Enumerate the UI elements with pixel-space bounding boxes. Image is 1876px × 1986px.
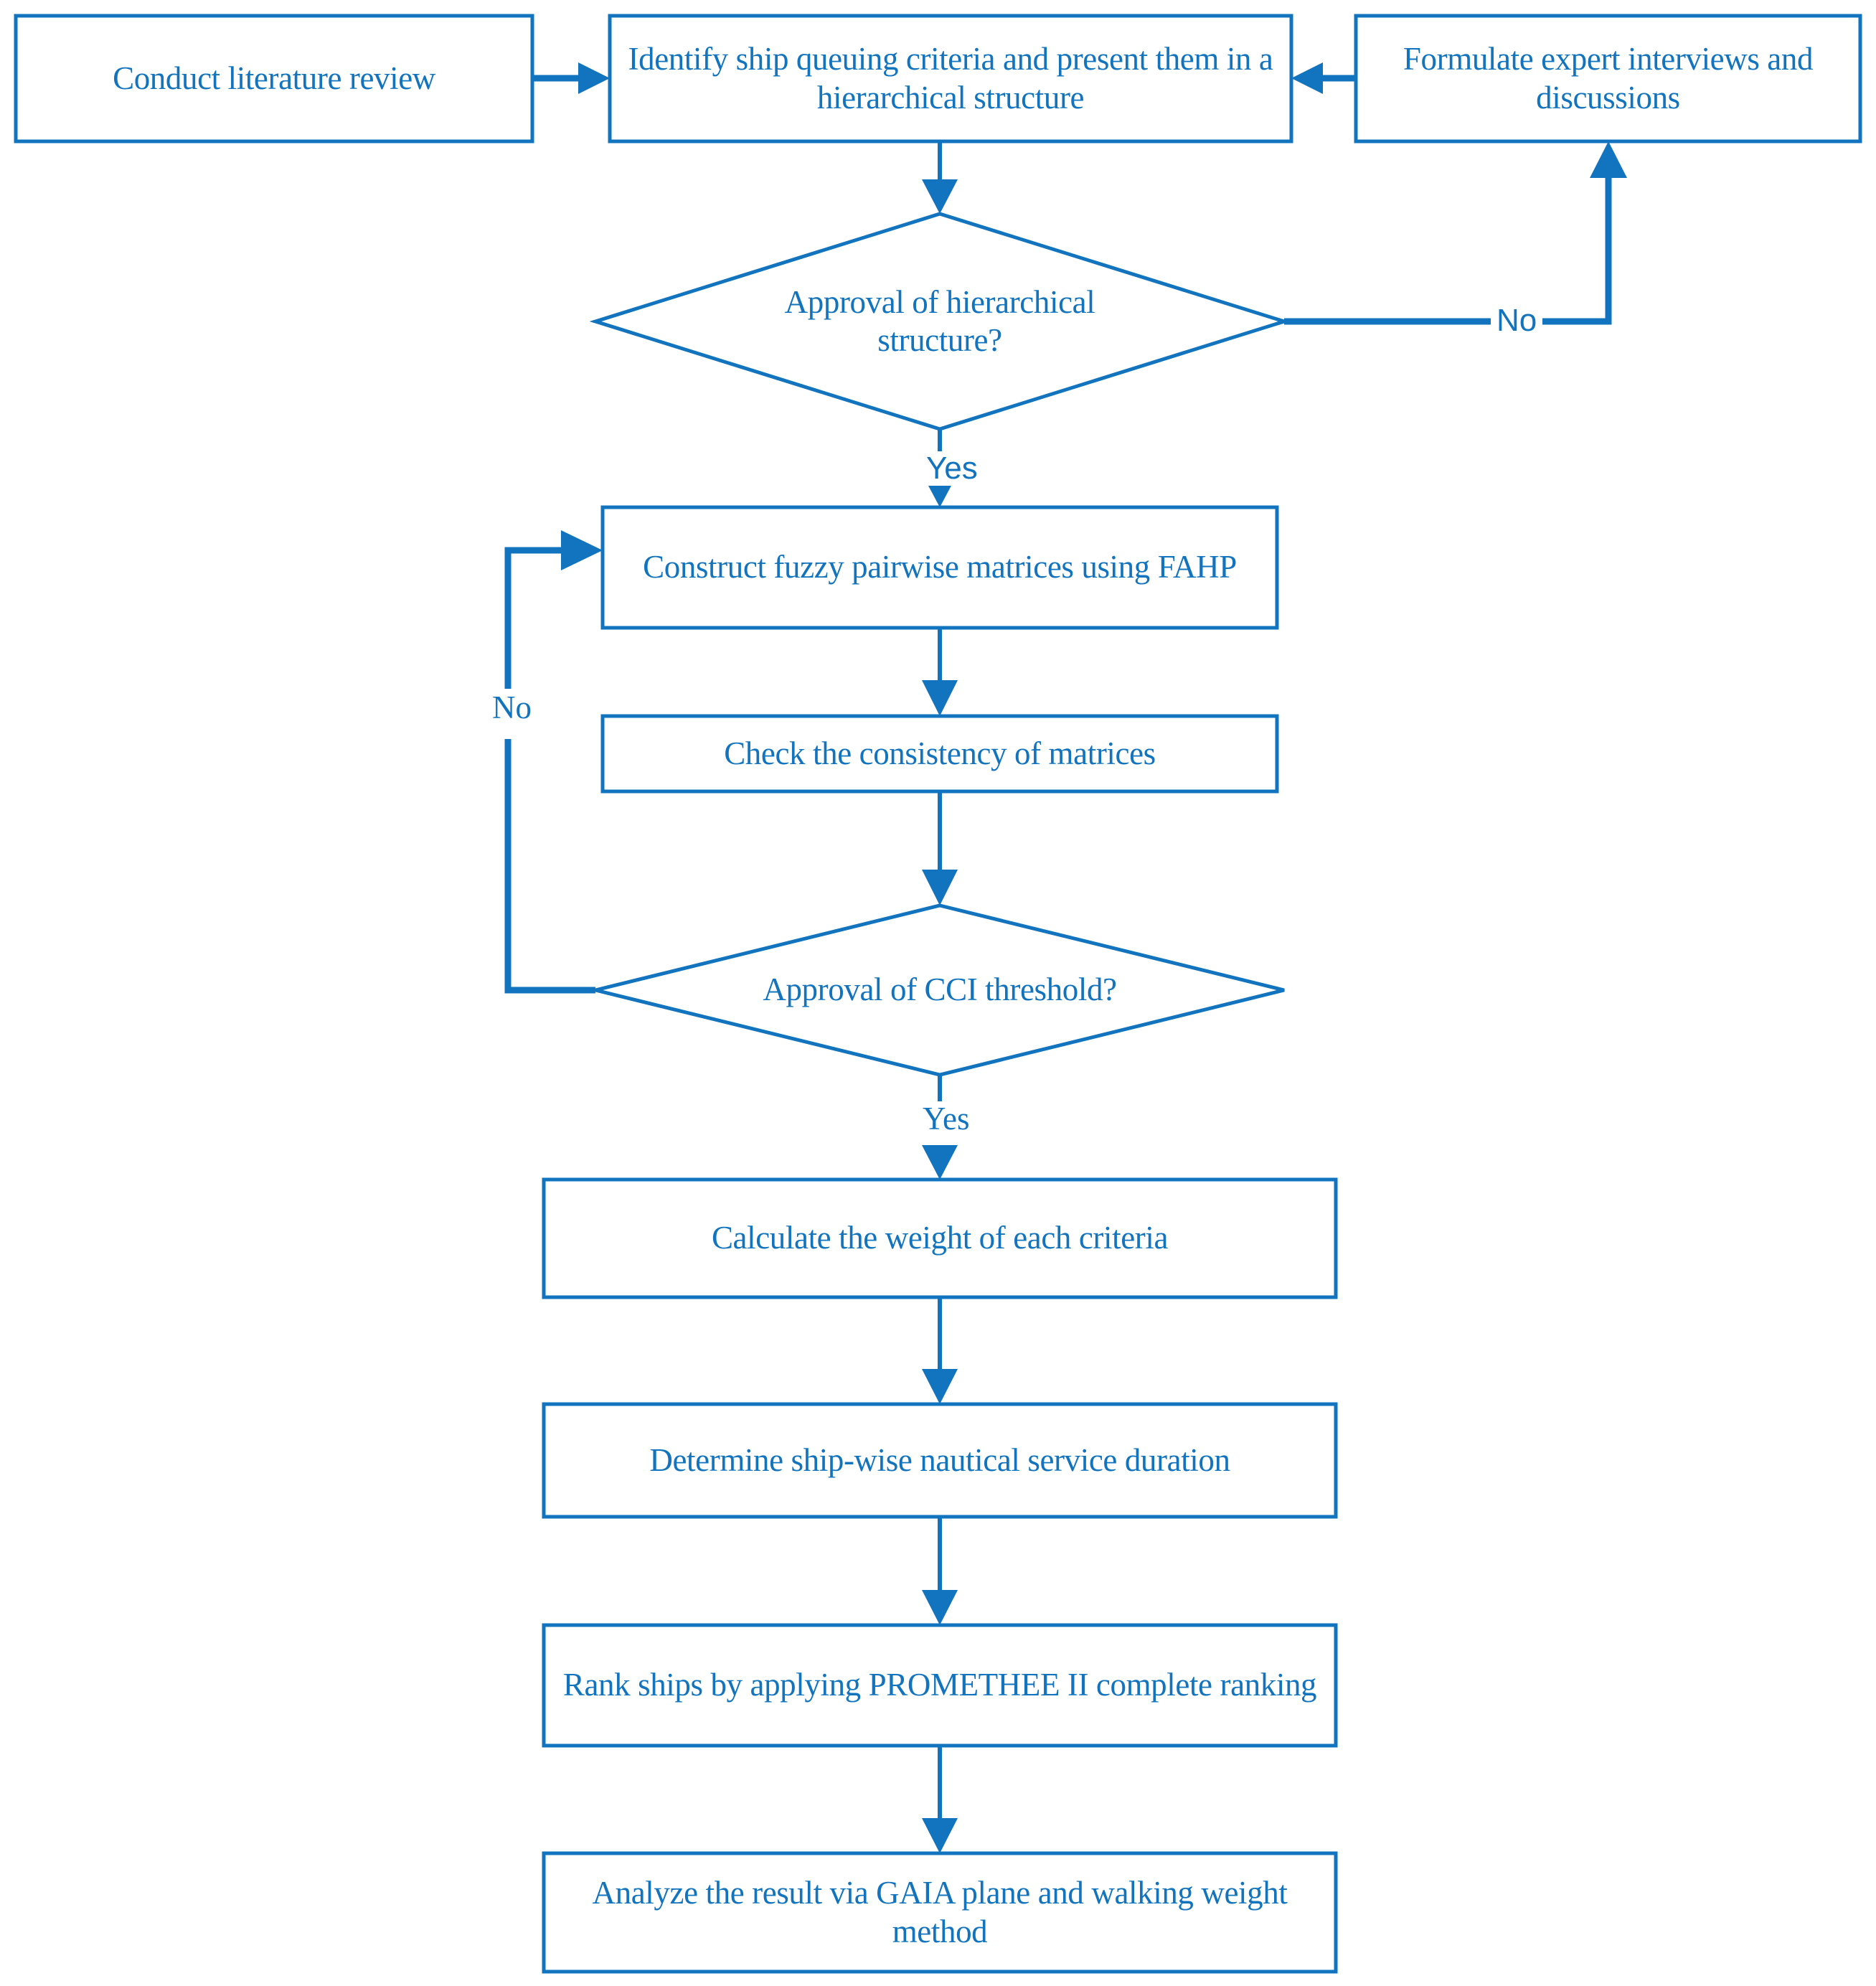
arrowhead-cci-no-to-fahp (561, 530, 603, 570)
arrowhead-consistency-to-cci (922, 870, 958, 905)
arrowhead-fahp-to-consistency (922, 680, 958, 716)
edge-label-hierarchy-no: No (1491, 303, 1543, 338)
node-shape-approval-hierarchical[interactable] (589, 212, 1291, 431)
node-shape-conduct-literature-review[interactable] (14, 14, 534, 143)
arrowhead-determine-to-rank (922, 1590, 958, 1625)
node-shape-check-consistency[interactable] (600, 714, 1279, 794)
arrowhead-rank-to-analyze (922, 1818, 958, 1853)
edge-label-hierarchy-yes: Yes (920, 451, 984, 486)
arrowhead-literature-to-identify (578, 62, 610, 94)
node-shape-construct-fuzzy-matrices[interactable] (600, 505, 1279, 630)
edge-approval-no-to-interviews (1284, 172, 1612, 325)
node-shape-calculate-weight[interactable] (542, 1177, 1338, 1299)
node-shape-analyze-gaia[interactable] (542, 1851, 1338, 1974)
node-shape-determine-duration[interactable] (542, 1402, 1338, 1519)
arrowhead-approval-no-to-interviews (1590, 141, 1627, 178)
edge-label-cci-yes: Yes (917, 1101, 976, 1136)
edge-cci-no-left-upper (504, 547, 567, 689)
arrowhead-interviews-to-identify (1291, 62, 1323, 94)
node-shape-rank-ships[interactable] (542, 1623, 1338, 1748)
arrowhead-cci-yes-to-calculate (922, 1145, 958, 1180)
node-shape-approval-cci[interactable] (595, 903, 1285, 1077)
edge-label-cci-no: No (486, 690, 537, 725)
arrowhead-calculate-to-determine (922, 1369, 958, 1404)
arrowhead-identify-to-approval (922, 179, 958, 214)
edge-cci-no-left-lower (504, 739, 595, 994)
node-shape-formulate-interviews[interactable] (1354, 14, 1862, 143)
node-shape-identify-criteria[interactable] (608, 14, 1293, 143)
